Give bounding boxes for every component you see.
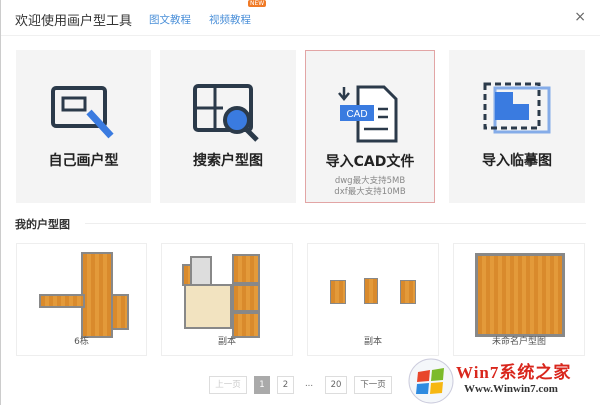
card-label: 搜索户型图 <box>193 153 263 169</box>
plan-thumbnail <box>475 253 565 337</box>
next-page-button[interactable]: 下一页 <box>354 376 392 394</box>
card-label: 自己画户型 <box>48 153 119 169</box>
card-label: 导入CAD文件 <box>325 154 415 170</box>
dialog-title: 欢迎使用画户型工具 <box>15 14 133 29</box>
draw-plan-card[interactable]: 自己画户型 <box>16 50 151 203</box>
plan-name: 6栋 <box>74 337 89 347</box>
tutorial-link-video[interactable]: 视频教程 <box>209 14 251 26</box>
plan-name: 未命名户型图 <box>491 337 546 347</box>
search-plan-card[interactable]: 搜索户型图 <box>160 50 296 203</box>
tutorial-link-text[interactable]: 图文教程 <box>149 14 191 26</box>
plan-item[interactable]: 6栋 <box>16 243 147 356</box>
import-trace-card[interactable]: 导入临摹图 <box>449 50 585 203</box>
section-title: 我的户型图 <box>15 218 70 231</box>
divider <box>85 223 586 224</box>
page-20[interactable]: 20 <box>325 376 347 394</box>
page-2[interactable]: 2 <box>277 376 294 394</box>
dxf-limit: dxf最大支持10MB <box>334 187 406 197</box>
watermark-logo: Win7系统之家 Www.Winwin7.com <box>406 354 600 405</box>
card-label: 导入临摹图 <box>482 153 552 169</box>
draw-plan-icon <box>50 86 114 139</box>
close-button[interactable]: × <box>574 9 586 25</box>
page-1[interactable]: 1 <box>254 376 270 394</box>
page-ellipsis: ... <box>304 379 314 389</box>
plan-name: 副本 <box>363 337 382 347</box>
import-cad-card[interactable]: CAD 导入CAD文件 dwg最大支持5MB dxf最大支持10MB <box>305 50 435 203</box>
plan-item[interactable]: 未命名户型图 <box>453 243 585 356</box>
cad-file-icon: CAD <box>338 85 398 143</box>
cad-icon-text: CAD <box>346 109 367 120</box>
trace-image-icon <box>483 82 551 134</box>
plan-name: 副本 <box>217 337 236 347</box>
search-plan-icon <box>193 84 259 142</box>
plan-item[interactable]: 副本 <box>161 243 293 356</box>
prev-page-button[interactable]: 上一页 <box>209 376 247 394</box>
new-badge: NEW <box>248 0 267 7</box>
divider <box>1 35 600 36</box>
dwg-limit: dwg最大支持5MB <box>334 176 406 186</box>
plan-item[interactable]: 副本 <box>307 243 439 356</box>
